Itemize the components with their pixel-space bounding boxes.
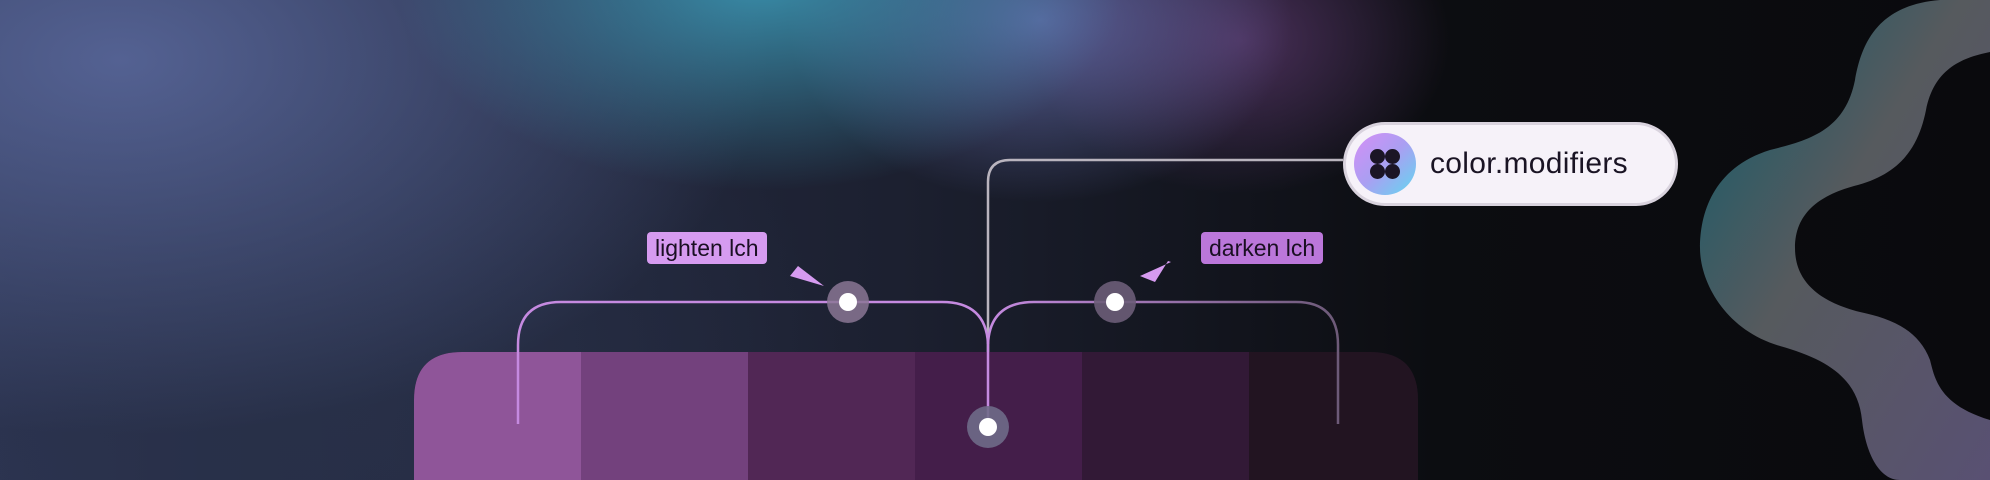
darken-bracket	[986, 300, 1340, 424]
color-swatch-1[interactable]	[414, 352, 582, 480]
swatch-row	[414, 352, 1418, 480]
base-color-node[interactable]	[967, 406, 1009, 448]
four-dots-icon	[1354, 133, 1416, 195]
lighten-bracket	[516, 300, 990, 424]
color-swatch-6[interactable]	[1249, 352, 1418, 480]
lighten-lch-tag: lighten lch	[647, 232, 767, 264]
color-swatch-5[interactable]	[1082, 352, 1250, 480]
badge-connector-line	[986, 158, 1343, 352]
darken-lch-tag: darken lch	[1201, 232, 1324, 264]
color-swatch-3[interactable]	[748, 352, 916, 480]
decorative-wave-shape	[1700, 0, 1990, 480]
darken-arrow-pointer	[1140, 261, 1171, 282]
color-modifiers-badge[interactable]: color.modifiers	[1343, 122, 1678, 206]
darken-node[interactable]	[1094, 281, 1136, 323]
badge-label: color.modifiers	[1430, 147, 1628, 180]
color-swatch-2[interactable]	[581, 352, 749, 480]
lighten-arrow-pointer	[790, 266, 824, 286]
lighten-node[interactable]	[827, 281, 869, 323]
